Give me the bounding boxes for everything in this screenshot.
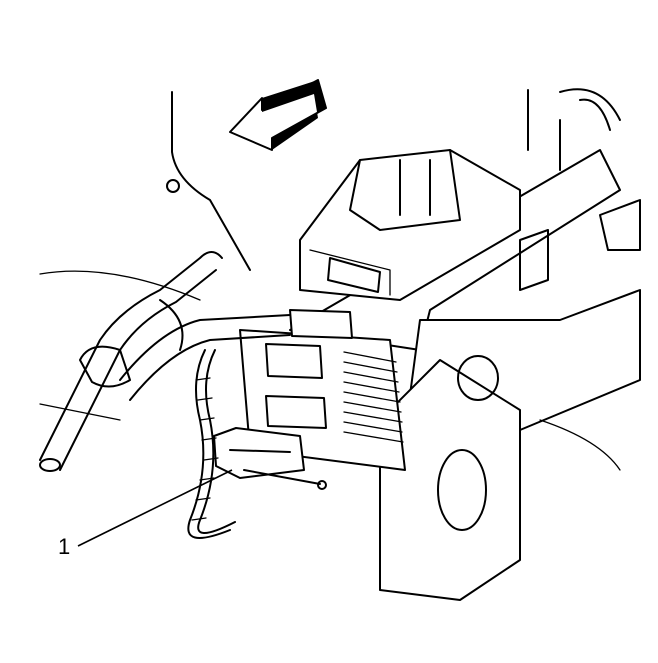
callout-leader-1 bbox=[77, 469, 233, 547]
callout-label-1: 1 bbox=[58, 534, 71, 559]
hose-assembly bbox=[39, 251, 291, 472]
direction-arrow bbox=[229, 79, 327, 151]
heat-sink-fins bbox=[343, 351, 404, 443]
harness-connector bbox=[213, 427, 327, 490]
body-panel bbox=[39, 91, 251, 421]
relay-block bbox=[299, 149, 521, 301]
wire-loom bbox=[187, 349, 236, 539]
